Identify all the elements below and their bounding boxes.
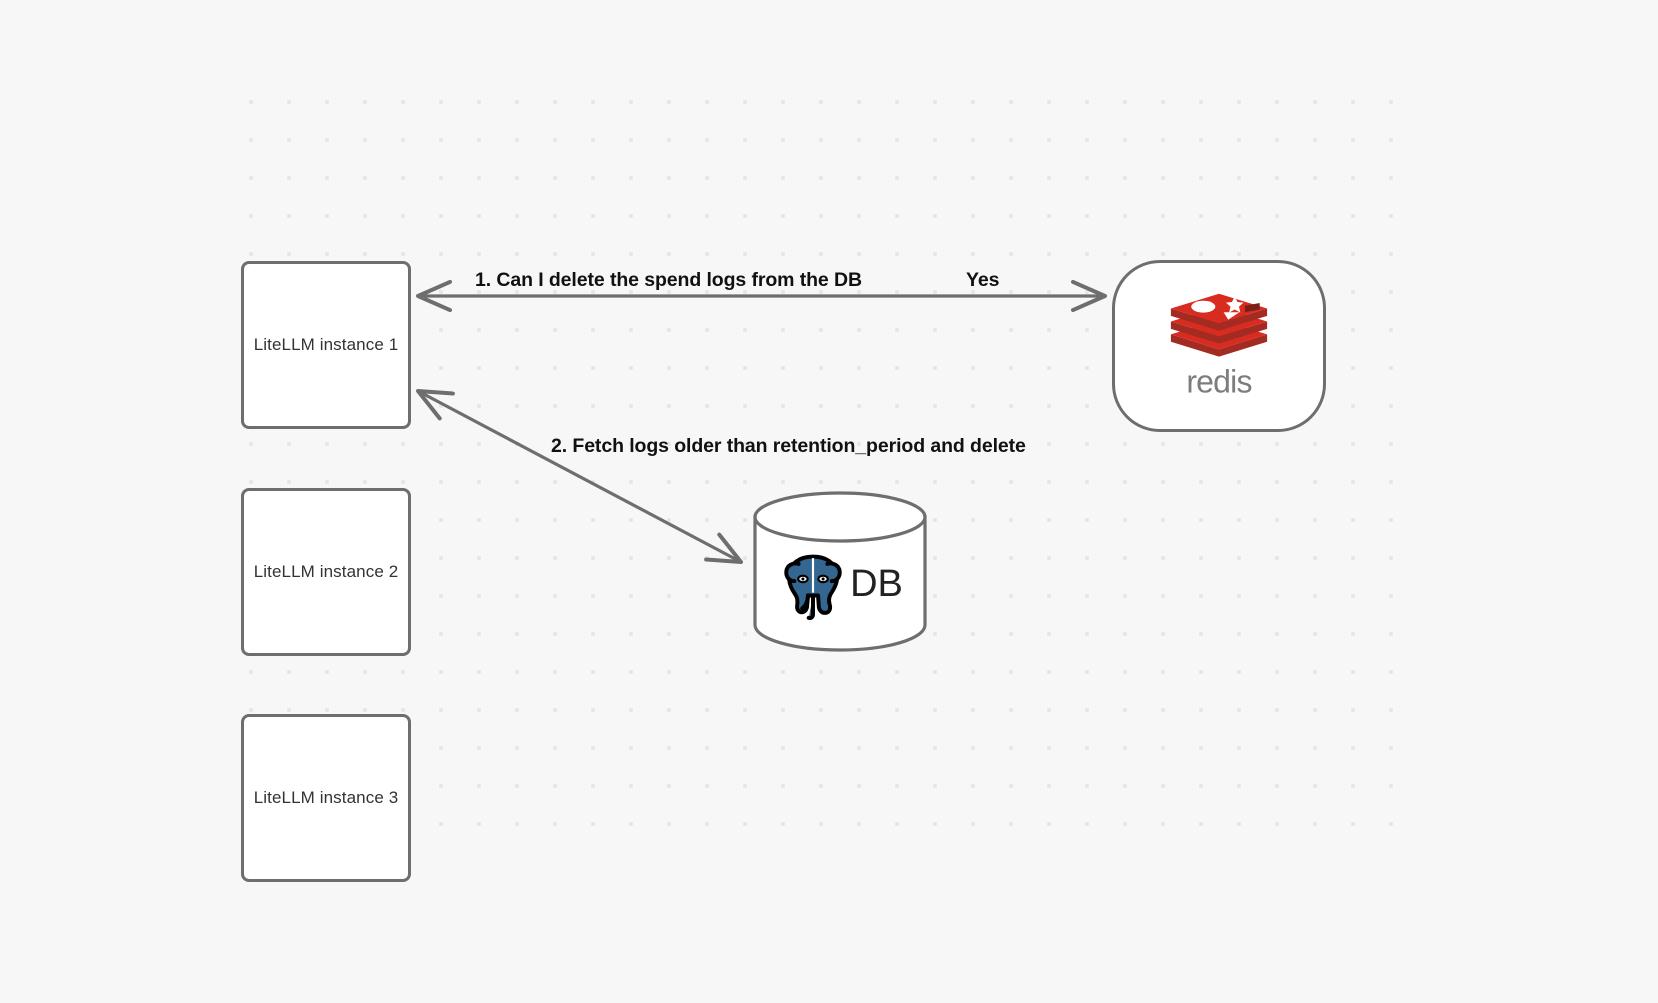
database-content: DB bbox=[752, 490, 928, 652]
svg-text:redis: redis bbox=[1186, 364, 1251, 400]
node-litellm-instance-1-label: LiteLLM instance 1 bbox=[253, 335, 399, 354]
node-litellm-instance-3-label: LiteLLM instance 3 bbox=[253, 788, 399, 807]
node-litellm-instance-2[interactable]: LiteLLM instance 2 bbox=[241, 488, 411, 656]
postgresql-elephant-icon bbox=[784, 554, 842, 620]
node-database[interactable]: DB bbox=[752, 490, 928, 652]
database-label: DB bbox=[850, 563, 903, 605]
node-litellm-instance-2-label: LiteLLM instance 2 bbox=[253, 562, 399, 581]
node-litellm-instance-3[interactable]: LiteLLM instance 3 bbox=[241, 714, 411, 882]
node-litellm-instance-1[interactable]: LiteLLM instance 1 bbox=[241, 261, 411, 429]
redis-logo-icon bbox=[1170, 293, 1268, 357]
edge-label-step-1-answer: Yes bbox=[966, 269, 1000, 291]
node-redis[interactable]: redis bbox=[1112, 260, 1326, 432]
edge-label-step-1: 1. Can I delete the spend logs from the … bbox=[475, 269, 862, 291]
redis-wordmark: redis bbox=[1186, 364, 1252, 400]
edge-litellm1-db bbox=[418, 391, 741, 562]
edge-label-step-2: 2. Fetch logs older than retention_perio… bbox=[551, 435, 1026, 457]
cylinder-shape bbox=[753, 491, 927, 652]
